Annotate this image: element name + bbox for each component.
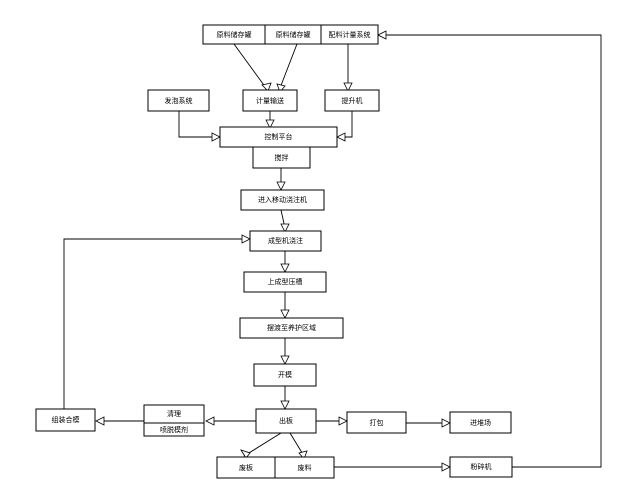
arrow-into-conveyor-right <box>276 83 286 93</box>
node-label-curing-area: 摆渡至养护区域 <box>267 323 316 332</box>
node-demolding: 开模 <box>253 363 317 387</box>
node-label-demolding: 开模 <box>278 370 292 379</box>
node-mixing: 搅拌 <box>252 146 311 169</box>
edge-foaming-control <box>178 111 217 138</box>
arrow-into-elevator <box>343 82 353 92</box>
node-label-assemble-mold: 组装合模 <box>52 415 80 424</box>
node-label-waste-material: 废料 <box>298 463 312 472</box>
node-label-crusher: 粉碎机 <box>471 462 492 471</box>
node-board-out: 出板 <box>255 408 317 434</box>
edge-tank1-conveyor <box>233 43 267 89</box>
node-cleaning-group: 清理 喷脱模剂 <box>143 404 205 437</box>
arrow-into-mold <box>280 223 290 233</box>
edge-assemble-moldpouring <box>63 238 246 409</box>
node-forming-press: 上成型压槽 <box>243 271 327 293</box>
node-metering-conveyor: 计量输送 <box>242 89 298 112</box>
arrow-into-wasteboard <box>240 449 251 459</box>
node-label-mobile-pouring: 进入移动浇注机 <box>258 195 307 204</box>
node-label-waste-board: 废板 <box>239 463 253 472</box>
node-label-mixing: 搅拌 <box>275 153 289 162</box>
node-label-foaming-system: 发泡系统 <box>165 96 193 105</box>
arrow-into-crusher <box>441 462 451 472</box>
node-assemble-mold: 组装合模 <box>35 408 96 432</box>
node-waste-material: 废料 <box>274 456 335 479</box>
node-curing-area: 摆渡至养护区域 <box>239 317 344 339</box>
node-label-board-out: 出板 <box>279 416 293 425</box>
node-label-mold-pouring: 成型机浇注 <box>268 236 303 245</box>
edge-elevator-control <box>340 111 353 138</box>
arrow-into-control-left <box>211 132 221 142</box>
node-foaming-system: 发泡系统 <box>147 89 210 112</box>
node-control-platform: 控制平台 <box>219 126 338 148</box>
arrow-into-packing <box>338 416 348 426</box>
node-waste-board: 废板 <box>216 456 276 479</box>
arrow-into-assemble <box>95 416 105 426</box>
arrowheads <box>95 30 451 472</box>
arrow-into-control-right <box>336 132 346 142</box>
arrow-into-boardout <box>280 400 290 410</box>
arrow-into-yard <box>441 418 451 428</box>
node-label-to-yard: 进堆场 <box>470 418 491 427</box>
node-mobile-pouring: 进入移动浇注机 <box>240 189 325 211</box>
node-elevator: 提升机 <box>324 89 380 112</box>
arrow-into-cleaning <box>205 416 215 426</box>
node-label-cleaning: 清理 <box>167 409 181 418</box>
node-mold-pouring: 成型机浇注 <box>249 230 322 252</box>
arrow-into-batching <box>377 30 387 40</box>
arrow-into-curing <box>280 309 290 319</box>
edge-boardout-wasteboard <box>243 432 282 457</box>
node-label-control-platform: 控制平台 <box>265 132 293 141</box>
node-label-release-agent: 喷脱模剂 <box>160 425 188 434</box>
arrow-into-mobile <box>276 181 286 191</box>
node-batching-system: 配料计量系统 <box>320 24 379 45</box>
node-packing: 打包 <box>346 411 407 434</box>
node-raw-tank-1: 原料储存罐 <box>202 24 266 45</box>
node-to-yard: 进堆场 <box>449 411 512 434</box>
edge-crusher-batching <box>382 34 602 468</box>
node-label-elevator: 提升机 <box>342 96 363 105</box>
node-raw-tank-2: 原料储存罐 <box>264 24 322 45</box>
arrow-into-press <box>280 263 290 273</box>
node-label-raw-tank-1: 原料储存罐 <box>217 30 252 39</box>
node-label-batching-system: 配料计量系统 <box>329 30 371 39</box>
arrow-into-demold <box>280 355 290 365</box>
node-crusher: 粉碎机 <box>449 456 513 478</box>
nodes: 原料储存罐 原料储存罐 配料计量系统 发泡系统 计量输送 提升机 控制平台 <box>35 24 513 479</box>
node-label-metering-conveyor: 计量输送 <box>256 96 284 105</box>
edges <box>63 34 602 468</box>
node-label-packing: 打包 <box>370 418 384 427</box>
arrow-into-conveyor-left <box>261 82 272 92</box>
edge-tank2-conveyor <box>279 43 298 89</box>
arrow-into-moldpouring-left <box>241 234 251 244</box>
arrow-into-wastematerial <box>298 450 308 460</box>
arrow-into-control-top <box>265 119 275 129</box>
node-label-raw-tank-2: 原料储存罐 <box>276 30 311 39</box>
node-label-forming-press: 上成型压槽 <box>268 277 303 286</box>
